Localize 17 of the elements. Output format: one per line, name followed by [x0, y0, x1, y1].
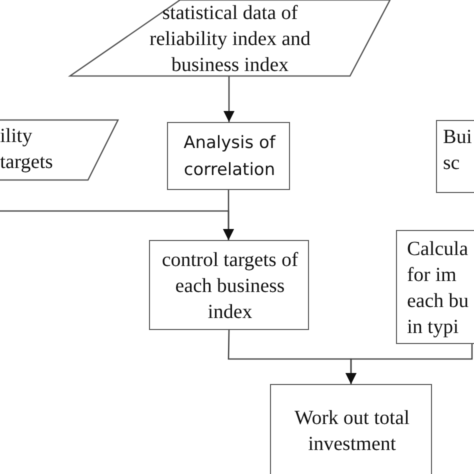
arrow — [0, 210, 234, 240]
process-box — [270, 384, 432, 474]
input-parallelogram — [0, 120, 120, 180]
data-parallelogram — [70, 0, 390, 76]
process-box — [436, 120, 474, 193]
process-box — [396, 230, 474, 344]
node-label: Bui sc — [443, 125, 473, 176]
arrow — [346, 344, 473, 384]
arrow — [224, 76, 234, 122]
process-box — [149, 240, 309, 330]
node-label: Calcula for im each bu in typi — [407, 237, 470, 340]
node-label: Analysis of correlation — [182, 132, 277, 182]
node-label: ility targets — [0, 124, 54, 175]
node-label: statistical data of reliability index and business index — [148, 1, 312, 78]
node-label: control targets of each business index — [160, 248, 300, 325]
node-label: Work out total investment — [293, 406, 411, 457]
process-box — [167, 122, 290, 190]
